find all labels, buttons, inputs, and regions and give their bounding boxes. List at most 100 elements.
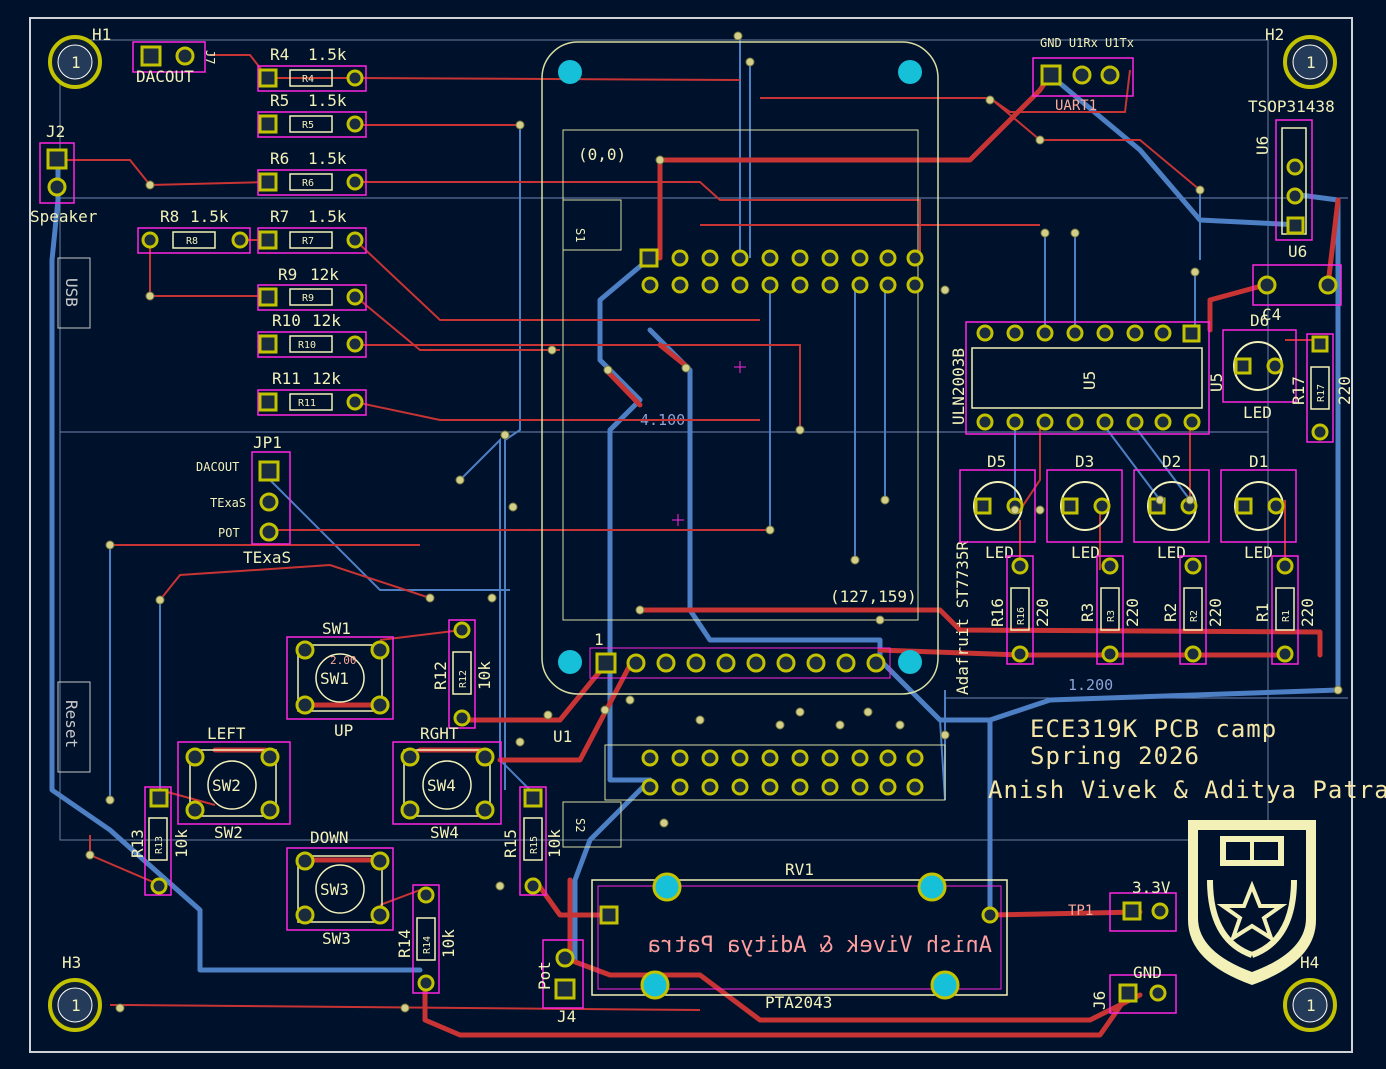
- r12-ref: R12: [431, 661, 450, 690]
- jp1-courtyard: [251, 451, 291, 545]
- resistor-r13[interactable]: [144, 786, 172, 896]
- j7-pad-1: [140, 45, 162, 67]
- jp1-ref: JP1: [253, 433, 282, 452]
- resistor-r5[interactable]: [257, 111, 367, 138]
- mounting-hole-h2: 1: [1283, 35, 1337, 89]
- resistor-r12[interactable]: [448, 619, 476, 729]
- j4-label: Pot: [535, 961, 554, 990]
- r11-ref: R11: [272, 369, 301, 388]
- svg-text:1: 1: [1306, 996, 1316, 1015]
- title-line-1: ECE319K PCB camp: [1030, 715, 1277, 743]
- rv1-pad-1: [599, 905, 619, 925]
- resistor-r2[interactable]: [1179, 555, 1207, 665]
- d1-value: LED: [1244, 543, 1273, 562]
- s1-outline: [562, 199, 622, 251]
- r3-inner: R3: [1106, 610, 1117, 622]
- resistor-r4[interactable]: [257, 65, 367, 92]
- rv1-ref: RV1: [785, 860, 814, 879]
- resistor-r6[interactable]: [257, 169, 367, 196]
- j7-courtyard: [132, 41, 206, 73]
- r17-pad-2: [1311, 423, 1329, 441]
- j6-label: GND: [1133, 963, 1162, 982]
- jp1-value: TExaS: [243, 548, 291, 567]
- d2-value: LED: [1157, 543, 1186, 562]
- sw1-pitch: 2.00: [330, 654, 357, 667]
- j6-pad-2[interactable]: [1149, 984, 1167, 1002]
- resistor-r1[interactable]: [1271, 555, 1299, 665]
- s2-outline: [562, 801, 622, 848]
- switch-sw4[interactable]: [392, 741, 502, 825]
- board-edge-cut: [59, 39, 1269, 841]
- resistor-r3[interactable]: [1096, 555, 1124, 665]
- switch-sw2[interactable]: [177, 741, 291, 825]
- r17-ref: R17: [1289, 376, 1308, 405]
- d3-ref: D3: [1075, 452, 1094, 471]
- r13-val: 10k: [172, 829, 191, 858]
- r6-val: 1.5k: [308, 149, 347, 168]
- r3-val: 220: [1123, 598, 1142, 627]
- h3-label: H3: [62, 953, 81, 972]
- h4-label: H4: [1300, 953, 1319, 972]
- jp1-pin1-label: DACOUT: [196, 460, 239, 474]
- h2-label: H2: [1265, 25, 1284, 44]
- j6-pad-1[interactable]: [1118, 983, 1138, 1003]
- d5-ref: D5: [987, 452, 1006, 471]
- r16-inner: R16: [1016, 607, 1027, 625]
- switch-sw3[interactable]: [286, 847, 394, 931]
- resistor-r7[interactable]: [257, 227, 367, 254]
- r1-ref: R1: [1253, 603, 1272, 622]
- display-name: Adafruit ST7735R: [953, 541, 972, 695]
- title-line-3: Anish Vivek & Aditya Patra: [988, 776, 1386, 804]
- resistor-r9[interactable]: [257, 284, 367, 311]
- r11-val: 12k: [312, 369, 341, 388]
- r8-ref: R8: [160, 207, 179, 226]
- r17-courtyard: [1306, 333, 1334, 443]
- title-line-2: Spring 2026: [1030, 742, 1200, 770]
- jp1-pad-2[interactable]: [259, 492, 279, 512]
- r16-ref: R16: [988, 598, 1007, 627]
- r1-inner: R1: [1281, 610, 1292, 622]
- uart-pad-tx[interactable]: [1100, 65, 1120, 85]
- r5-val: 1.5k: [308, 91, 347, 110]
- pin1-marker: 1: [594, 630, 604, 649]
- display-header-pads: [595, 652, 886, 674]
- r8-val: 1.5k: [190, 207, 229, 226]
- r13-inner: R13: [154, 836, 165, 854]
- tp1-pad-2[interactable]: [1151, 902, 1169, 920]
- resistor-r10[interactable]: [257, 331, 367, 358]
- r6-inner: R6: [302, 178, 314, 189]
- tp1-pad-1[interactable]: [1122, 901, 1142, 921]
- uart-pad-gnd[interactable]: [1040, 64, 1062, 86]
- resistor-r16[interactable]: [1006, 555, 1034, 665]
- tp1-courtyard: [1109, 892, 1177, 932]
- r9-val: 12k: [310, 265, 339, 284]
- r2-ref: R2: [1161, 603, 1180, 622]
- j7-pad-2: [175, 46, 195, 66]
- switch-sw1[interactable]: [286, 636, 394, 720]
- vias: [85, 31, 1343, 1013]
- r8-inner: R8: [186, 236, 198, 247]
- r15-ref: R15: [501, 829, 520, 858]
- resistor-r14[interactable]: [412, 884, 440, 994]
- jp1-pad-3[interactable]: [259, 522, 279, 542]
- sw4-label: RGHT: [420, 724, 459, 743]
- d6-courtyard: [1222, 329, 1297, 403]
- uart-pad-rx[interactable]: [1072, 65, 1092, 85]
- j2-pad-1: [46, 148, 68, 170]
- reset-label: Reset: [62, 700, 81, 748]
- resistor-r15[interactable]: [519, 786, 547, 896]
- resistor-r11[interactable]: [257, 389, 367, 416]
- c4-ref: C4: [1262, 305, 1281, 324]
- display-header-courtyard: [589, 647, 891, 679]
- jp1-pin3-label: POT: [218, 526, 240, 540]
- u6-pad-2: [1286, 187, 1304, 205]
- u5-ref: U5: [1207, 373, 1226, 392]
- jp1-pad-1[interactable]: [258, 460, 280, 482]
- display-module-outline: [541, 41, 939, 695]
- u5-courtyard: [965, 321, 1210, 435]
- resistor-r8[interactable]: [137, 227, 251, 254]
- d6-value: LED: [1243, 403, 1272, 422]
- r1-val: 220: [1298, 598, 1317, 627]
- d2-ref: D2: [1162, 452, 1181, 471]
